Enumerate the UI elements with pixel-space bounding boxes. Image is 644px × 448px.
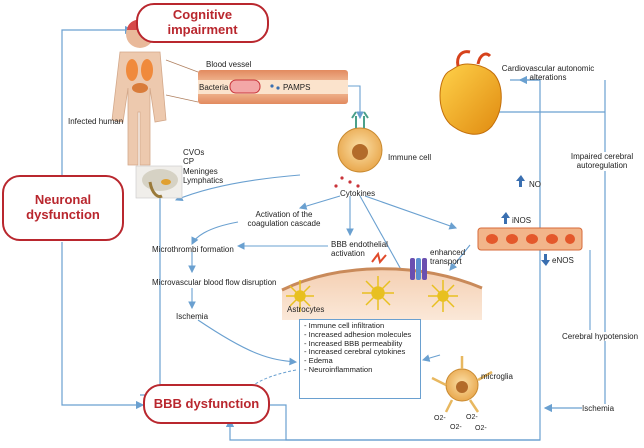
effect-item: - Immune cell infiltration xyxy=(304,321,385,330)
astrocyte-3 xyxy=(428,280,458,312)
cp-label: CP xyxy=(183,157,195,167)
cvos-label: CVOs xyxy=(183,148,205,157)
infected-human-label: Infected human xyxy=(68,117,124,126)
neuronal-dysfunction-box: Neuronal dysfunction xyxy=(2,175,124,241)
blood-vessel xyxy=(165,59,348,104)
activation-spark xyxy=(371,251,387,265)
cerebral-hypotension-label: Cerebral hypotension xyxy=(562,332,639,342)
bbb-effects-box: - Immune cell infiltration - Increased a… xyxy=(299,319,421,399)
impaired-autoregulation-label: Impaired cerebral autoregulation xyxy=(568,152,636,171)
blood-vessel-label: Blood vessel xyxy=(206,60,252,69)
flow-arrows xyxy=(174,85,591,366)
cns-entry-list: CVOs CP Meninges Lymphatics xyxy=(183,148,223,186)
superoxide-4: O2- xyxy=(475,425,487,432)
microthrombi-label: Microthrombi formation xyxy=(152,245,234,254)
effect-item: - Increased adhesion molecules xyxy=(304,329,412,339)
brain-sagittal-graphic xyxy=(135,165,183,199)
ischemia-right-label: Ischemia xyxy=(582,404,615,414)
cardio-label: Cardiovascular autonomic alterations xyxy=(501,64,595,83)
effect-item: - Neuroinflammation xyxy=(304,364,373,374)
microglia-label: microglia xyxy=(481,372,514,381)
endothelium xyxy=(477,227,583,251)
immune-cell-label: Immune cell xyxy=(388,153,432,162)
enos-label: eNOS xyxy=(552,256,574,265)
effect-item: - Increased cerebral cytokines xyxy=(304,347,406,357)
no-label: NO xyxy=(529,180,541,189)
astrocytes-label: Astrocytes xyxy=(287,305,325,314)
ischemia-left-label: Ischemia xyxy=(176,312,209,321)
inos-label: iNOS xyxy=(512,216,532,225)
effect-item: - Increased BBB permeability xyxy=(304,338,403,348)
astrocyte-1 xyxy=(286,280,314,312)
immune-cell-graphic xyxy=(334,111,383,188)
microglia-graphic xyxy=(431,356,493,413)
astrocyte-2 xyxy=(362,276,394,310)
lymphatics-label: Lymphatics xyxy=(183,176,224,186)
microvascular-label: Microvascular blood flow disruption xyxy=(152,278,277,287)
pamps-label: PAMPS xyxy=(283,83,311,92)
transporter-receptor xyxy=(410,258,427,280)
coagulation-label: Activation of the coagulation cascade xyxy=(247,210,321,229)
bbb-activation-label: BBB endothelial activation xyxy=(331,240,388,259)
effect-item: - Edema xyxy=(304,356,333,366)
bbb-dysfunction-box: BBB dysfunction xyxy=(143,384,270,424)
heart-graphic xyxy=(439,50,502,135)
meninges-label: Meninges xyxy=(183,166,218,176)
superoxide-3: O2- xyxy=(466,414,478,421)
superoxide-1: O2- xyxy=(434,415,446,422)
cytokines-label: Cytokines xyxy=(340,189,376,198)
superoxide-2: O2- xyxy=(450,424,462,431)
enhanced-transport-label: enhanced transport xyxy=(430,248,466,267)
bacteria-label: Bacteria xyxy=(199,83,229,92)
updown-arrows xyxy=(501,175,550,266)
cognitive-impairment-box: Cognitive impairment xyxy=(136,3,269,43)
